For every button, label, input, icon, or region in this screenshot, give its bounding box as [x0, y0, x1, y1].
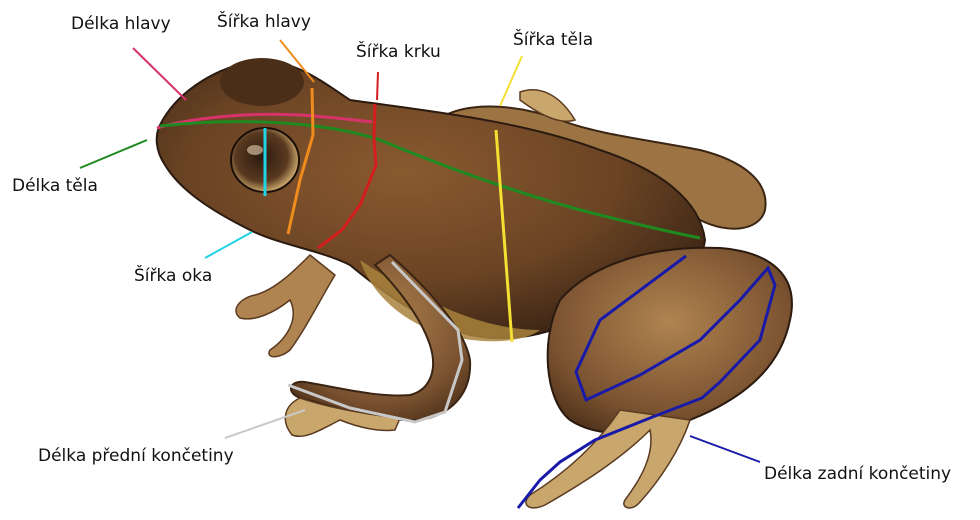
body-length-leader: [80, 140, 147, 168]
front-hand: [236, 255, 335, 357]
label-eye-width: Šířka oka: [134, 266, 212, 286]
eye-highlight: [247, 145, 263, 155]
frog-illustration: [157, 58, 792, 508]
head-length-leader: [133, 48, 186, 100]
label-body-width: Šířka těla: [513, 30, 593, 50]
eye-width-leader: [205, 232, 252, 258]
label-body-length: Délka těla: [12, 176, 98, 196]
frog-head-bump: [220, 58, 304, 106]
body-width-leader: [500, 56, 522, 106]
neck-width-leader: [377, 72, 378, 100]
label-head-width: Šířka hlavy: [217, 12, 311, 32]
label-forelimb-length: Délka přední končetiny: [38, 446, 234, 466]
label-hindlimb-length: Délka zadní končetiny: [764, 464, 951, 484]
label-head-length: Délka hlavy: [71, 14, 171, 34]
label-neck-width: Šířka krku: [356, 42, 441, 62]
hindlimb-length-leader: [690, 436, 760, 462]
